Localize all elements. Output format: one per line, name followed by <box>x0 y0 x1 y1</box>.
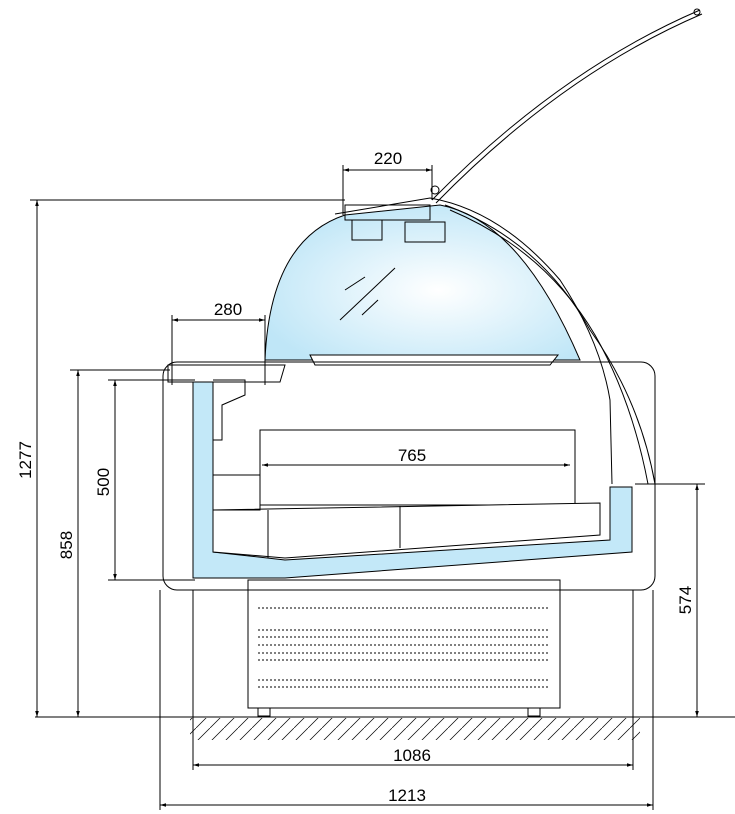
total-height-label: 1277 <box>16 441 35 479</box>
internal-height-label: 500 <box>94 468 113 496</box>
dim-total-height: 1277 <box>16 199 345 717</box>
dim-worktop-depth: 280 <box>171 300 266 385</box>
worktop-depth-label: 280 <box>214 300 242 319</box>
dim-top-shelf-depth: 220 <box>342 149 433 215</box>
refrigeration-unit <box>247 579 561 717</box>
dim-counter-height: 858 <box>57 369 170 717</box>
canopy-arm <box>430 8 703 204</box>
dim-front-height: 574 <box>635 483 705 717</box>
dim-total-depth: 1213 <box>159 590 654 810</box>
glass-dome <box>264 197 656 485</box>
front-height-label: 574 <box>676 586 695 614</box>
counter-height-label: 858 <box>57 531 76 559</box>
dim-display-depth: 765 <box>262 446 570 467</box>
dim-internal-height: 500 <box>94 379 195 581</box>
top-shelf-depth-label: 220 <box>374 149 402 168</box>
floor <box>35 716 735 740</box>
base-depth-label: 1086 <box>393 746 431 765</box>
total-depth-label: 1213 <box>388 786 426 805</box>
display-depth-label: 765 <box>398 446 426 465</box>
dim-base-depth: 1086 <box>192 590 634 770</box>
counter-body <box>162 361 656 591</box>
